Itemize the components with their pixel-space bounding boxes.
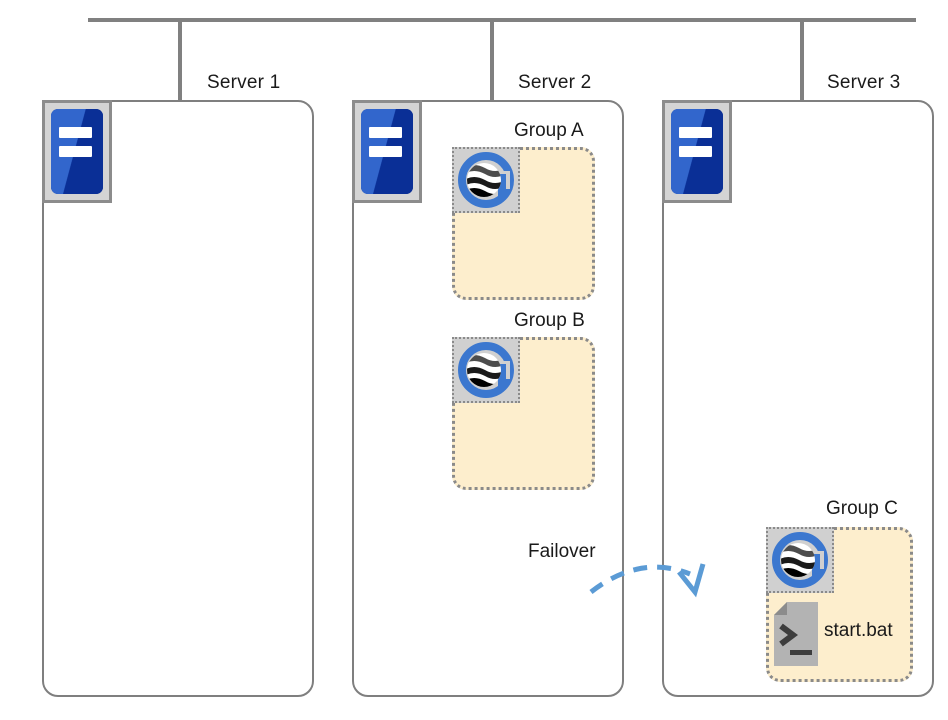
server-2-label: Server 2: [518, 72, 592, 93]
cluster-logo-icon[interactable]: [452, 337, 520, 403]
cluster-logo-glyph: [772, 532, 828, 588]
server-1-label: Server 1: [207, 72, 281, 93]
group-a-label: Group A: [514, 120, 584, 141]
failover-label: Failover: [528, 541, 596, 562]
interconnect-bus-horizontal: [88, 18, 916, 22]
bat-file-icon[interactable]: [774, 602, 818, 666]
server-icon: [662, 100, 732, 203]
server-icon: [352, 100, 422, 203]
cluster-logo-icon[interactable]: [766, 527, 834, 593]
start-bat-label: start.bat: [824, 620, 893, 641]
group-b-label: Group B: [514, 310, 585, 331]
interconnect-drop-server-3: [800, 18, 804, 102]
cluster-logo-glyph: [458, 152, 514, 208]
interconnect-drop-server-2: [490, 18, 494, 102]
cluster-logo-icon[interactable]: [452, 147, 520, 213]
server-3-label: Server 3: [827, 72, 901, 93]
group-c-label: Group C: [826, 498, 898, 519]
server-icon: [42, 100, 112, 203]
interconnect-drop-server-1: [178, 18, 182, 102]
bat-file-glyph: [774, 602, 818, 666]
cluster-logo-glyph: [458, 342, 514, 398]
